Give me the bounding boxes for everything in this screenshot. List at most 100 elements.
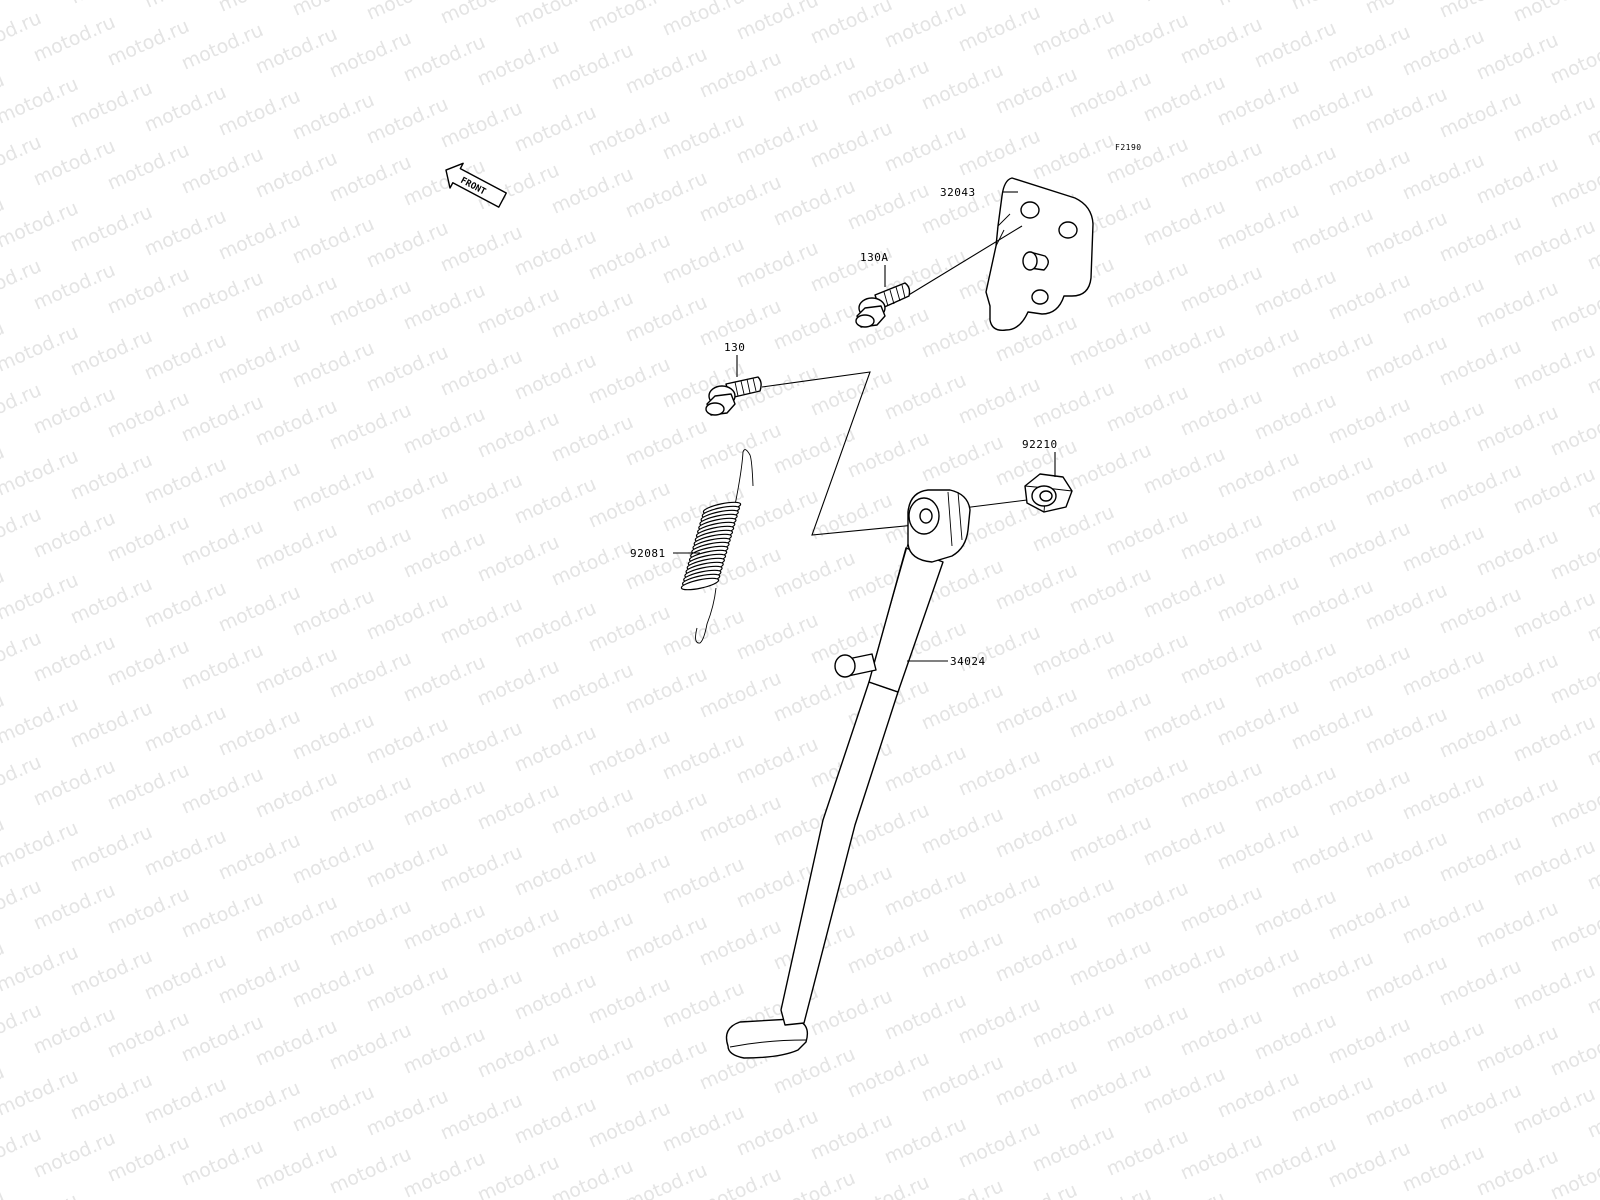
watermark-text: motod.ru: [437, 221, 526, 277]
watermark-text: motod.ru: [437, 97, 526, 153]
watermark-text: motod.ru: [30, 631, 119, 687]
watermark-text: motod.ru: [474, 1027, 563, 1083]
watermark-text: motod.ru: [1251, 761, 1340, 817]
watermark-text: motod.ru: [1066, 439, 1155, 495]
watermark-text: motod.ru: [1399, 1017, 1488, 1073]
watermark-text: motod.ru: [733, 609, 822, 665]
watermark-text: motod.ru: [548, 783, 637, 839]
watermark-text: motod.ru: [178, 1011, 267, 1067]
watermark-text: motod.ru: [622, 43, 711, 99]
watermark-text: motod.ru: [1473, 1021, 1562, 1077]
watermark-text: motod.ru: [807, 117, 896, 173]
watermark-text: motod.ru: [326, 1019, 415, 1075]
callout-130a: 130A: [860, 251, 889, 264]
watermark-text: motod.ru: [1251, 389, 1340, 445]
watermark-text: motod.ru: [622, 1035, 711, 1091]
watermark-text: motod.ru: [289, 709, 378, 765]
watermark-text: motod.ru: [1436, 87, 1525, 143]
watermark-text: motod.ru: [1362, 331, 1451, 387]
watermark-text: motod.ru: [1140, 1063, 1229, 1119]
watermark-text: motod.ru: [289, 89, 378, 145]
watermark-text: motod.ru: [1436, 707, 1525, 763]
watermark-text: motod.ru: [1510, 835, 1599, 891]
watermark-text: motod.ru: [1103, 1001, 1192, 1057]
bolt-130: [705, 376, 762, 416]
watermark-text: motod.ru: [807, 985, 896, 1041]
watermark-text: motod.ru: [1214, 0, 1303, 11]
watermark-text: motod.ru: [844, 427, 933, 483]
watermark-text: motod.ru: [918, 679, 1007, 735]
watermark-text: motod.ru: [1140, 319, 1229, 375]
watermark-text: motod.ru: [1436, 1079, 1525, 1135]
watermark-text: motod.ru: [1103, 753, 1192, 809]
watermark-text: motod.ru: [104, 1007, 193, 1063]
watermark-text: motod.ru: [1473, 153, 1562, 209]
watermark-text: motod.ru: [1436, 831, 1525, 887]
watermark-text: motod.ru: [400, 651, 489, 707]
watermark-text: motod.ru: [30, 11, 119, 67]
watermark-text: motod.ru: [400, 31, 489, 87]
bolt-130a: [855, 282, 911, 328]
watermark-text: motod.ru: [1177, 1129, 1266, 1185]
watermark-text: motod.ru: [1103, 257, 1192, 313]
watermark-text: motod.ru: [141, 81, 230, 137]
watermark-text: motod.ru: [30, 135, 119, 191]
watermark-text: motod.ru: [141, 1073, 230, 1129]
watermark-text: motod.ru: [992, 559, 1081, 615]
watermark-text: motod.ru: [1399, 645, 1488, 701]
watermark-text: motod.ru: [289, 1081, 378, 1137]
watermark-text: motod.ru: [1473, 773, 1562, 829]
watermark-text: motod.ru: [1214, 447, 1303, 503]
watermark-text: motod.ru: [1399, 397, 1488, 453]
watermark-text: motod.ru: [67, 77, 156, 133]
watermark-text: motod.ru: [1510, 587, 1599, 643]
watermark-text: motod.ru: [1325, 21, 1414, 77]
watermark-text: motod.ru: [104, 759, 193, 815]
watermark-text: motod.ru: [178, 391, 267, 447]
watermark-text: motod.ru: [215, 457, 304, 513]
watermark-text: motod.ru: [1251, 141, 1340, 197]
nut-92210: [1024, 473, 1073, 513]
watermark-text: motod.ru: [474, 655, 563, 711]
watermark-text: motod.ru: [363, 217, 452, 273]
callout-130: 130: [724, 341, 745, 354]
watermark-text: motod.ru: [326, 151, 415, 207]
watermark-text: motod.ru: [363, 589, 452, 645]
watermark-text: motod.ru: [437, 717, 526, 773]
watermark-text: motod.ru: [622, 167, 711, 223]
watermark-text: motod.ru: [1288, 79, 1377, 135]
watermark-text: motod.ru: [30, 1003, 119, 1059]
watermark-text: motod.ru: [1140, 1187, 1229, 1200]
watermark-text: motod.ru: [585, 849, 674, 905]
watermark-text: motod.ru: [807, 365, 896, 421]
watermark-text: motod.ru: [67, 325, 156, 381]
watermark-text: motod.ru: [363, 93, 452, 149]
watermark-text: motod.ru: [141, 0, 230, 13]
watermark-text: motod.ru: [252, 891, 341, 947]
watermark-text: motod.ru: [1288, 451, 1377, 507]
watermark-text: motod.ru: [400, 1147, 489, 1200]
watermark-text: motod.ru: [1214, 323, 1303, 379]
watermark-text: motod.ru: [1066, 1059, 1155, 1115]
watermark-text: motod.ru: [992, 1055, 1081, 1111]
watermark-text: motod.ru: [1140, 815, 1229, 871]
watermark-text: motod.ru: [30, 879, 119, 935]
watermark-text: motod.ru: [1029, 129, 1118, 185]
watermark-text: motod.ru: [326, 895, 415, 951]
watermark-text: motod.ru: [1214, 943, 1303, 999]
watermark-text: motod.ru: [363, 341, 452, 397]
watermark-text: motod.ru: [1399, 149, 1488, 205]
watermark-text: motod.ru: [807, 1109, 896, 1165]
watermark-text: motod.ru: [1399, 769, 1488, 825]
watermark-text: motod.ru: [918, 803, 1007, 859]
watermark-text: motod.ru: [1066, 563, 1155, 619]
watermark-text: motod.ru: [67, 1069, 156, 1125]
watermark-text: motod.ru: [1510, 339, 1599, 395]
watermark-text: motod.ru: [659, 233, 748, 289]
watermark-text: motod.ru: [363, 1085, 452, 1141]
watermark-text: motod.ru: [992, 931, 1081, 987]
watermark-text: motod.ru: [696, 419, 785, 475]
watermark-text: motod.ru: [1251, 637, 1340, 693]
watermark-text: motod.ru: [733, 485, 822, 541]
callout-34024: 34024: [950, 655, 986, 668]
